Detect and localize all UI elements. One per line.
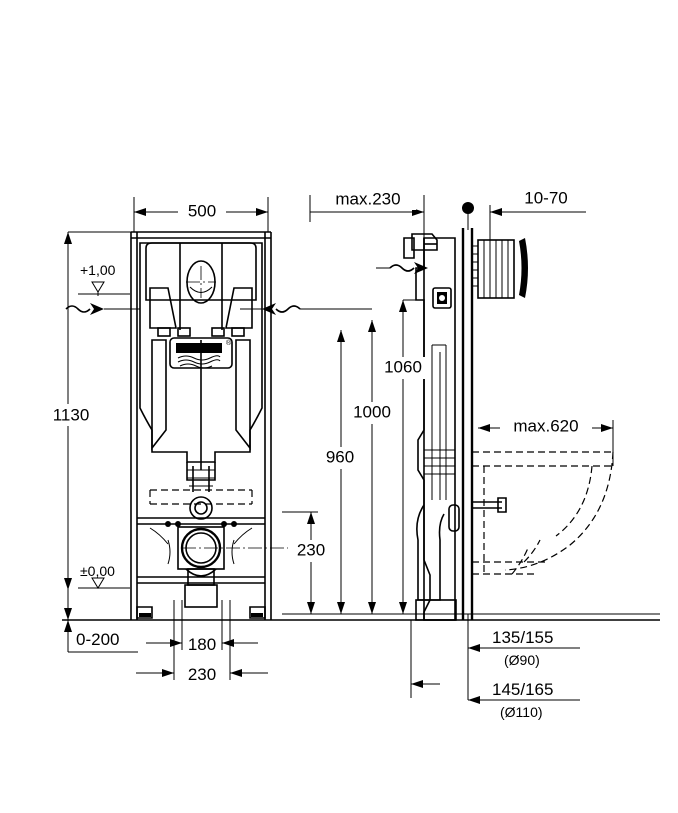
registered-mark: ® [226,339,232,347]
dimension-230-horizontal: 230 [136,600,268,684]
dimension-label-10-70: 10-70 [524,188,567,207]
dimension-135-155: 135/155 (Ø90) [467,614,580,700]
level-label-top: +1,00 [80,262,116,278]
dimension-230-vertical: 230 [282,511,660,615]
level-marker-floor: ±0,00 [64,560,130,590]
dimension-0-200: 0-200 [64,620,138,653]
dimension-label-1000: 1000 [353,402,391,421]
cistern-side-profile [403,233,460,621]
dimension-label-dia90: (Ø90) [504,652,540,668]
dimension-label-max620: max.620 [513,416,578,435]
dimension-max230: max.230 [309,188,425,240]
level-label-floor: ±0,00 [80,563,115,579]
dimension-500: 500 [133,197,269,232]
dimension-max620: max.620 [478,416,614,466]
hidden-detail-lines [149,489,253,505]
dimension-960: 960 [316,330,364,614]
flush-actuation-plate [472,238,528,299]
side-elevation-view [403,228,614,621]
dimension-label-230h: 230 [188,665,216,684]
dimension-label-1130: 1130 [53,405,90,424]
break-symbol-right [240,303,372,315]
mid-rail [137,496,265,525]
dimension-label-145-165: 145/165 [492,680,553,699]
dimension-label-1060: 1060 [384,357,422,376]
dimension-145-165: 145/165 (Ø110) [410,620,580,720]
break-symbol-side [376,262,428,274]
dimension-label-500: 500 [188,201,216,220]
level-marker-top: +1,00 [78,262,130,296]
dimension-label-230v: 230 [297,540,325,559]
wc-bowl-outline [472,451,614,575]
dimension-10-70: 10-70 [462,188,586,245]
dimension-180: 180 [146,600,258,654]
break-symbol-left [65,303,140,315]
water-wave-mark [177,355,221,369]
dimension-label-max230: max.230 [335,189,400,208]
wall-section [461,228,474,620]
dimension-label-dia110: (Ø110) [500,704,543,720]
dimension-1130: 1130 [48,231,140,621]
dimension-1000: 1000 [344,320,400,614]
grohe-logo-plate: GROHE ® [169,337,233,369]
concealed-cistern [139,242,263,492]
dimension-label-960: 960 [326,447,354,466]
grohe-wordmark: GROHE [180,344,218,354]
dimension-label-0-200: 0-200 [76,630,119,649]
dimension-1060: 1060 [375,299,431,614]
lower-rail [137,576,265,584]
frame-legs [130,231,272,620]
dimension-label-135-155: 135/155 [492,628,553,647]
dimension-origin-dot-marker [462,202,474,230]
front-elevation-view: GROHE ® [130,231,300,620]
dimension-label-180: 180 [188,635,216,654]
dimension-annotations: 500 max.230 10-70 [48,188,660,720]
wc-outlet-connection [149,521,300,608]
